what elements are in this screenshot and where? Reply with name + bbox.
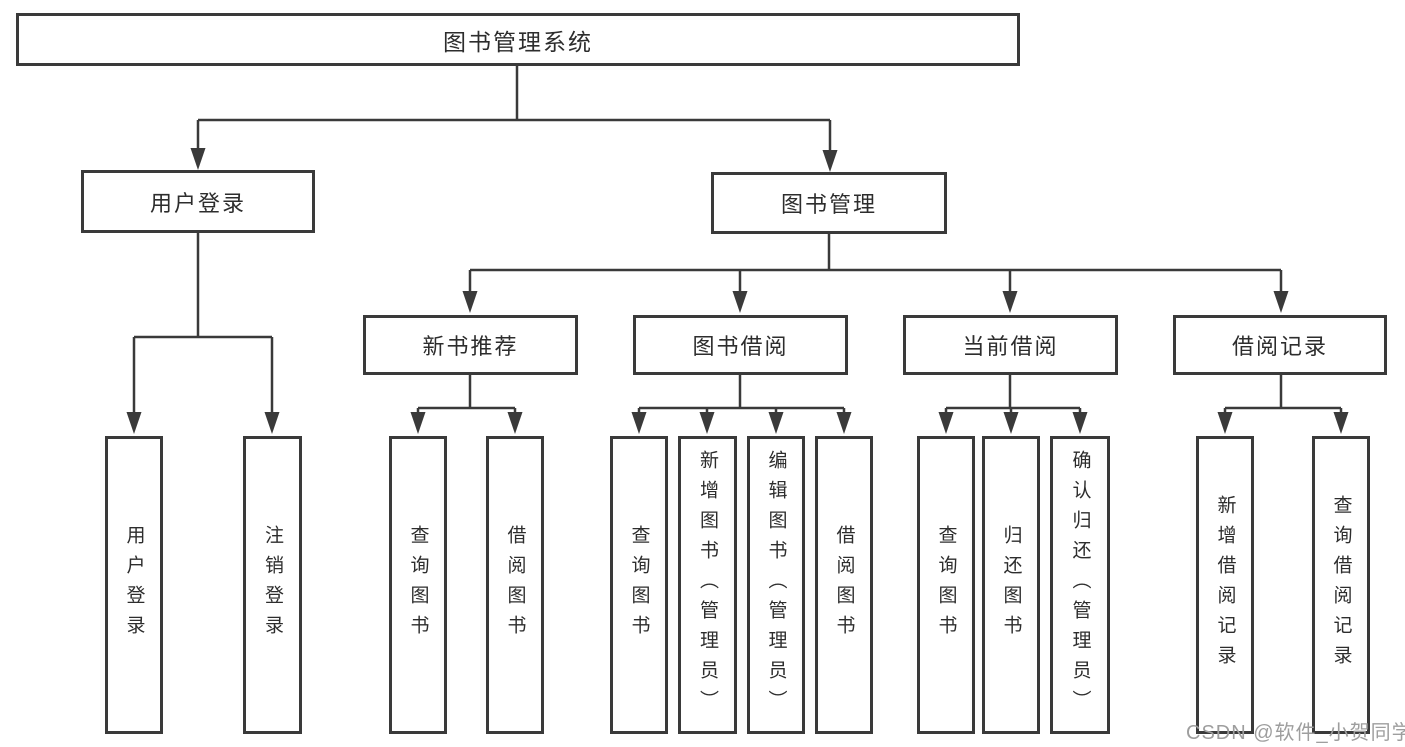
leaf-query-books-recommend-label: 查询图书: [407, 525, 429, 645]
leaf-confirm-return-admin: 确认归还（管理员）: [1050, 436, 1110, 734]
node-library-management-system: 图书管理系统: [16, 13, 1020, 66]
leaf-user-login-label: 用户登录: [123, 525, 145, 645]
leaf-user-login: 用户登录: [105, 436, 163, 734]
leaf-borrow-books-borrowing-label: 借阅图书: [833, 525, 855, 645]
csdn-watermark: CSDN @软件_小贺同学: [1186, 722, 1405, 744]
leaf-confirm-return-admin-label: 确认归还（管理员）: [1069, 450, 1091, 720]
leaf-borrow-books-borrowing: 借阅图书: [815, 436, 873, 734]
leaf-query-borrow-record: 查询借阅记录: [1312, 436, 1370, 734]
leaf-add-borrow-record-label: 新增借阅记录: [1214, 495, 1236, 675]
leaf-borrow-books-recommend-label: 借阅图书: [504, 525, 526, 645]
node-book-management: 图书管理: [711, 172, 947, 234]
leaf-query-books-borrowing-label: 查询图书: [628, 525, 650, 645]
leaf-edit-books-admin-label: 编辑图书（管理员）: [765, 450, 787, 720]
leaf-logout-label: 注销登录: [262, 525, 283, 645]
leaf-edit-books-admin: 编辑图书（管理员）: [747, 436, 805, 734]
leaf-borrow-books-recommend: 借阅图书: [486, 436, 544, 734]
node-new-book-recommendation: 新书推荐: [363, 315, 578, 375]
leaf-query-books-recommend: 查询图书: [389, 436, 447, 734]
leaf-query-borrow-record-label: 查询借阅记录: [1330, 495, 1352, 675]
node-book-borrowing: 图书借阅: [633, 315, 848, 375]
leaf-add-books-admin: 新增图书（管理员）: [678, 436, 737, 734]
leaf-query-books-borrowing: 查询图书: [610, 436, 668, 734]
leaf-return-books: 归还图书: [982, 436, 1040, 734]
node-current-borrowing: 当前借阅: [903, 315, 1118, 375]
leaf-query-books-current: 查询图书: [917, 436, 975, 734]
leaf-add-borrow-record: 新增借阅记录: [1196, 436, 1254, 734]
node-borrowing-records: 借阅记录: [1173, 315, 1387, 375]
node-user-login: 用户登录: [81, 170, 315, 233]
leaf-query-books-current-label: 查询图书: [935, 525, 957, 645]
leaf-return-books-label: 归还图书: [1000, 525, 1022, 645]
leaf-logout: 注销登录: [243, 436, 302, 734]
leaf-add-books-admin-label: 新增图书（管理员）: [697, 450, 718, 720]
